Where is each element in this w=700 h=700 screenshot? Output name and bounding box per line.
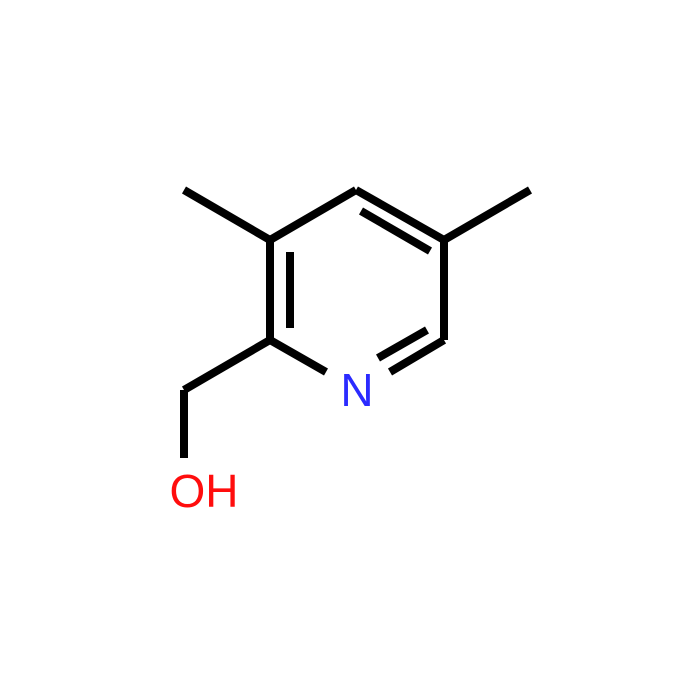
nitrogen-atom-label: N (340, 364, 373, 416)
bond-c6-n1 (387, 336, 447, 376)
bond-n1-c2 (268, 336, 328, 376)
hydroxyl-group-label: OH (170, 465, 239, 517)
bond-c4-c5-inner (358, 207, 433, 255)
bond-c6-n1-inner (376, 326, 429, 362)
bond-c5-methyl (441, 186, 533, 244)
bond-c2-ch2 (181, 336, 273, 394)
bond-c4-c5 (354, 186, 446, 244)
bond-c3-c4 (267, 186, 359, 244)
bond-c3-methyl (181, 186, 273, 244)
